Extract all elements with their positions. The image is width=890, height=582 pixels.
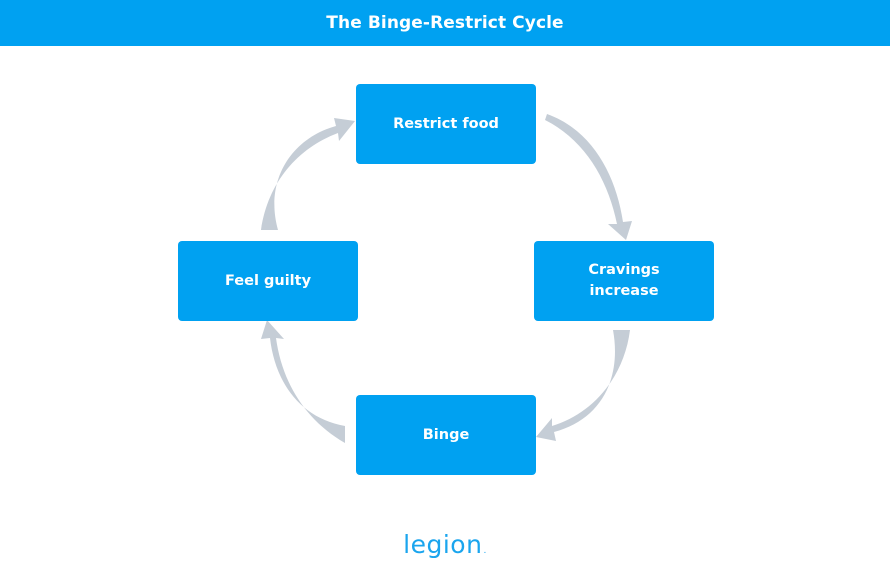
arrow-cravings-to-binge	[536, 330, 630, 441]
arrow-restrict-to-cravings	[545, 114, 632, 240]
node-label: Cravings increase	[588, 262, 660, 299]
node-cravings-increase: Cravings increase	[534, 241, 714, 321]
legion-logo: legion.	[403, 530, 487, 559]
arrow-guilty-to-restrict	[261, 118, 355, 230]
node-label: Binge	[422, 426, 470, 443]
brand-footer: legion.	[0, 530, 890, 559]
header-bar: The Binge-Restrict Cycle	[0, 0, 890, 46]
logo-text: legion	[403, 530, 483, 559]
node-label: Feel guilty	[224, 272, 312, 289]
diagram-title: The Binge-Restrict Cycle	[326, 13, 564, 33]
node-label: Restrict food	[393, 115, 499, 132]
arrow-binge-to-guilty	[261, 320, 345, 443]
logo-dot: .	[483, 546, 487, 556]
node-restrict-food: Restrict food	[356, 84, 536, 164]
node-binge: Binge	[356, 395, 536, 475]
node-feel-guilty: Feel guilty	[178, 241, 358, 321]
